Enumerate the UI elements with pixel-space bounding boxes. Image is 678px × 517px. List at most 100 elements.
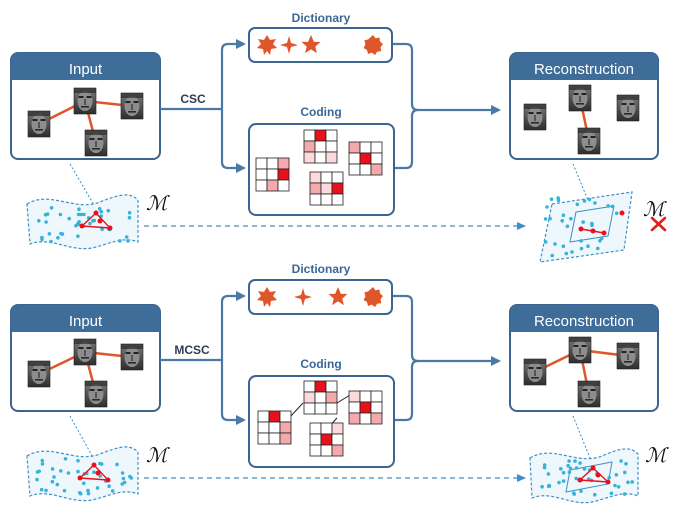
code-cell (348, 163, 361, 176)
code-cell (348, 390, 361, 403)
face-thumbnail-icon (523, 358, 547, 386)
manifold-point (560, 219, 564, 223)
code-cell (279, 432, 292, 445)
manifold-point (609, 491, 614, 496)
face-thumbnail-icon (616, 94, 640, 122)
manifold-point (86, 488, 90, 493)
manifold-point (124, 235, 129, 239)
manifold-point (550, 253, 554, 258)
code-cell (314, 151, 327, 164)
method-label: MCSC (174, 343, 210, 357)
dictionary-panel: Dictionary (248, 262, 393, 315)
code-cell (309, 182, 322, 195)
manifold-point (50, 479, 55, 484)
input-face-graph (27, 87, 144, 157)
face-thumbnail-icon (616, 342, 640, 370)
code-cell (277, 179, 290, 192)
manifold-point (567, 459, 571, 463)
manifold-point (610, 204, 615, 209)
code-cell (320, 182, 333, 195)
manifold-point (616, 485, 621, 489)
manifold-point (77, 207, 81, 211)
code-cell (303, 402, 316, 415)
manifold-point (579, 239, 583, 243)
code-cell (309, 171, 322, 184)
input-panel: Input (10, 304, 161, 412)
manifold-point (82, 212, 86, 217)
code-cell (359, 163, 372, 176)
code-cell (331, 182, 344, 195)
face-thumbnail-icon (84, 129, 108, 157)
code-cell (370, 412, 383, 425)
code-cell (303, 380, 316, 393)
face-thumbnail-icon (568, 84, 592, 112)
input-panel: Input (10, 52, 161, 160)
face-thumbnail-icon (523, 103, 547, 131)
manifold-point (77, 220, 81, 224)
manifold-point (50, 467, 55, 471)
manifold-point (567, 470, 572, 474)
manifold-point (92, 470, 96, 475)
code-cell (255, 179, 268, 192)
manifold-point (59, 469, 63, 473)
manifold-point (593, 492, 597, 497)
manifold-point (586, 244, 590, 248)
manifold-point (587, 197, 592, 202)
manifold-point (55, 482, 60, 487)
code-cell (320, 422, 333, 435)
manifold-point (606, 204, 610, 208)
code-cell (279, 410, 292, 423)
code-cell (331, 433, 344, 446)
code-cell (309, 444, 322, 457)
code-cell (359, 141, 372, 154)
row-csc: Input CSC Dictionary (10, 11, 667, 263)
manifold-point (579, 246, 584, 251)
manifold-point (115, 462, 119, 467)
code-cell (314, 129, 327, 142)
face-thumbnail-icon (577, 127, 601, 155)
manifold-point (66, 471, 71, 475)
dictionary-title: Dictionary (292, 11, 351, 25)
code-cell (303, 129, 316, 142)
code-cell (320, 433, 333, 446)
code-cell (325, 129, 338, 142)
manifold-point (546, 472, 551, 476)
code-cell (359, 152, 372, 165)
manifold-point (566, 463, 570, 468)
code-cell (325, 402, 338, 415)
manifold-point (581, 220, 585, 224)
code-cell (370, 152, 383, 165)
manifold-point (545, 205, 549, 209)
manifold-point (614, 473, 619, 477)
code-cell (303, 140, 316, 153)
code-cell (266, 168, 279, 181)
manifold-point (44, 488, 48, 493)
manifold-point (88, 221, 92, 226)
manifold-point (110, 489, 115, 493)
manifold-point (92, 218, 97, 223)
code-cell (255, 157, 268, 170)
manifold-point (561, 470, 566, 475)
manifold-point (63, 457, 68, 461)
code-cell (320, 193, 333, 206)
code-cell (309, 193, 322, 206)
face-thumbnail-icon (27, 110, 51, 138)
manifold-point (40, 237, 44, 242)
manifold-point (570, 250, 574, 254)
face-thumbnail-icon (568, 336, 592, 364)
manifold-point (622, 492, 627, 496)
code-cell (257, 410, 270, 423)
manifold-point (593, 201, 597, 205)
manifold-point (35, 477, 39, 482)
manifold-point (45, 212, 50, 216)
face-thumbnail-icon (73, 338, 97, 366)
sparse-code-grid (303, 380, 338, 415)
manifold-point (59, 231, 63, 236)
manifold-point (35, 470, 40, 474)
manifold-point (40, 458, 45, 463)
code-cell (331, 193, 344, 206)
reconstruction-manifold: ℳ (529, 415, 669, 504)
manifold-point (76, 458, 80, 463)
code-cell (268, 432, 281, 445)
manifold-point (52, 475, 56, 479)
